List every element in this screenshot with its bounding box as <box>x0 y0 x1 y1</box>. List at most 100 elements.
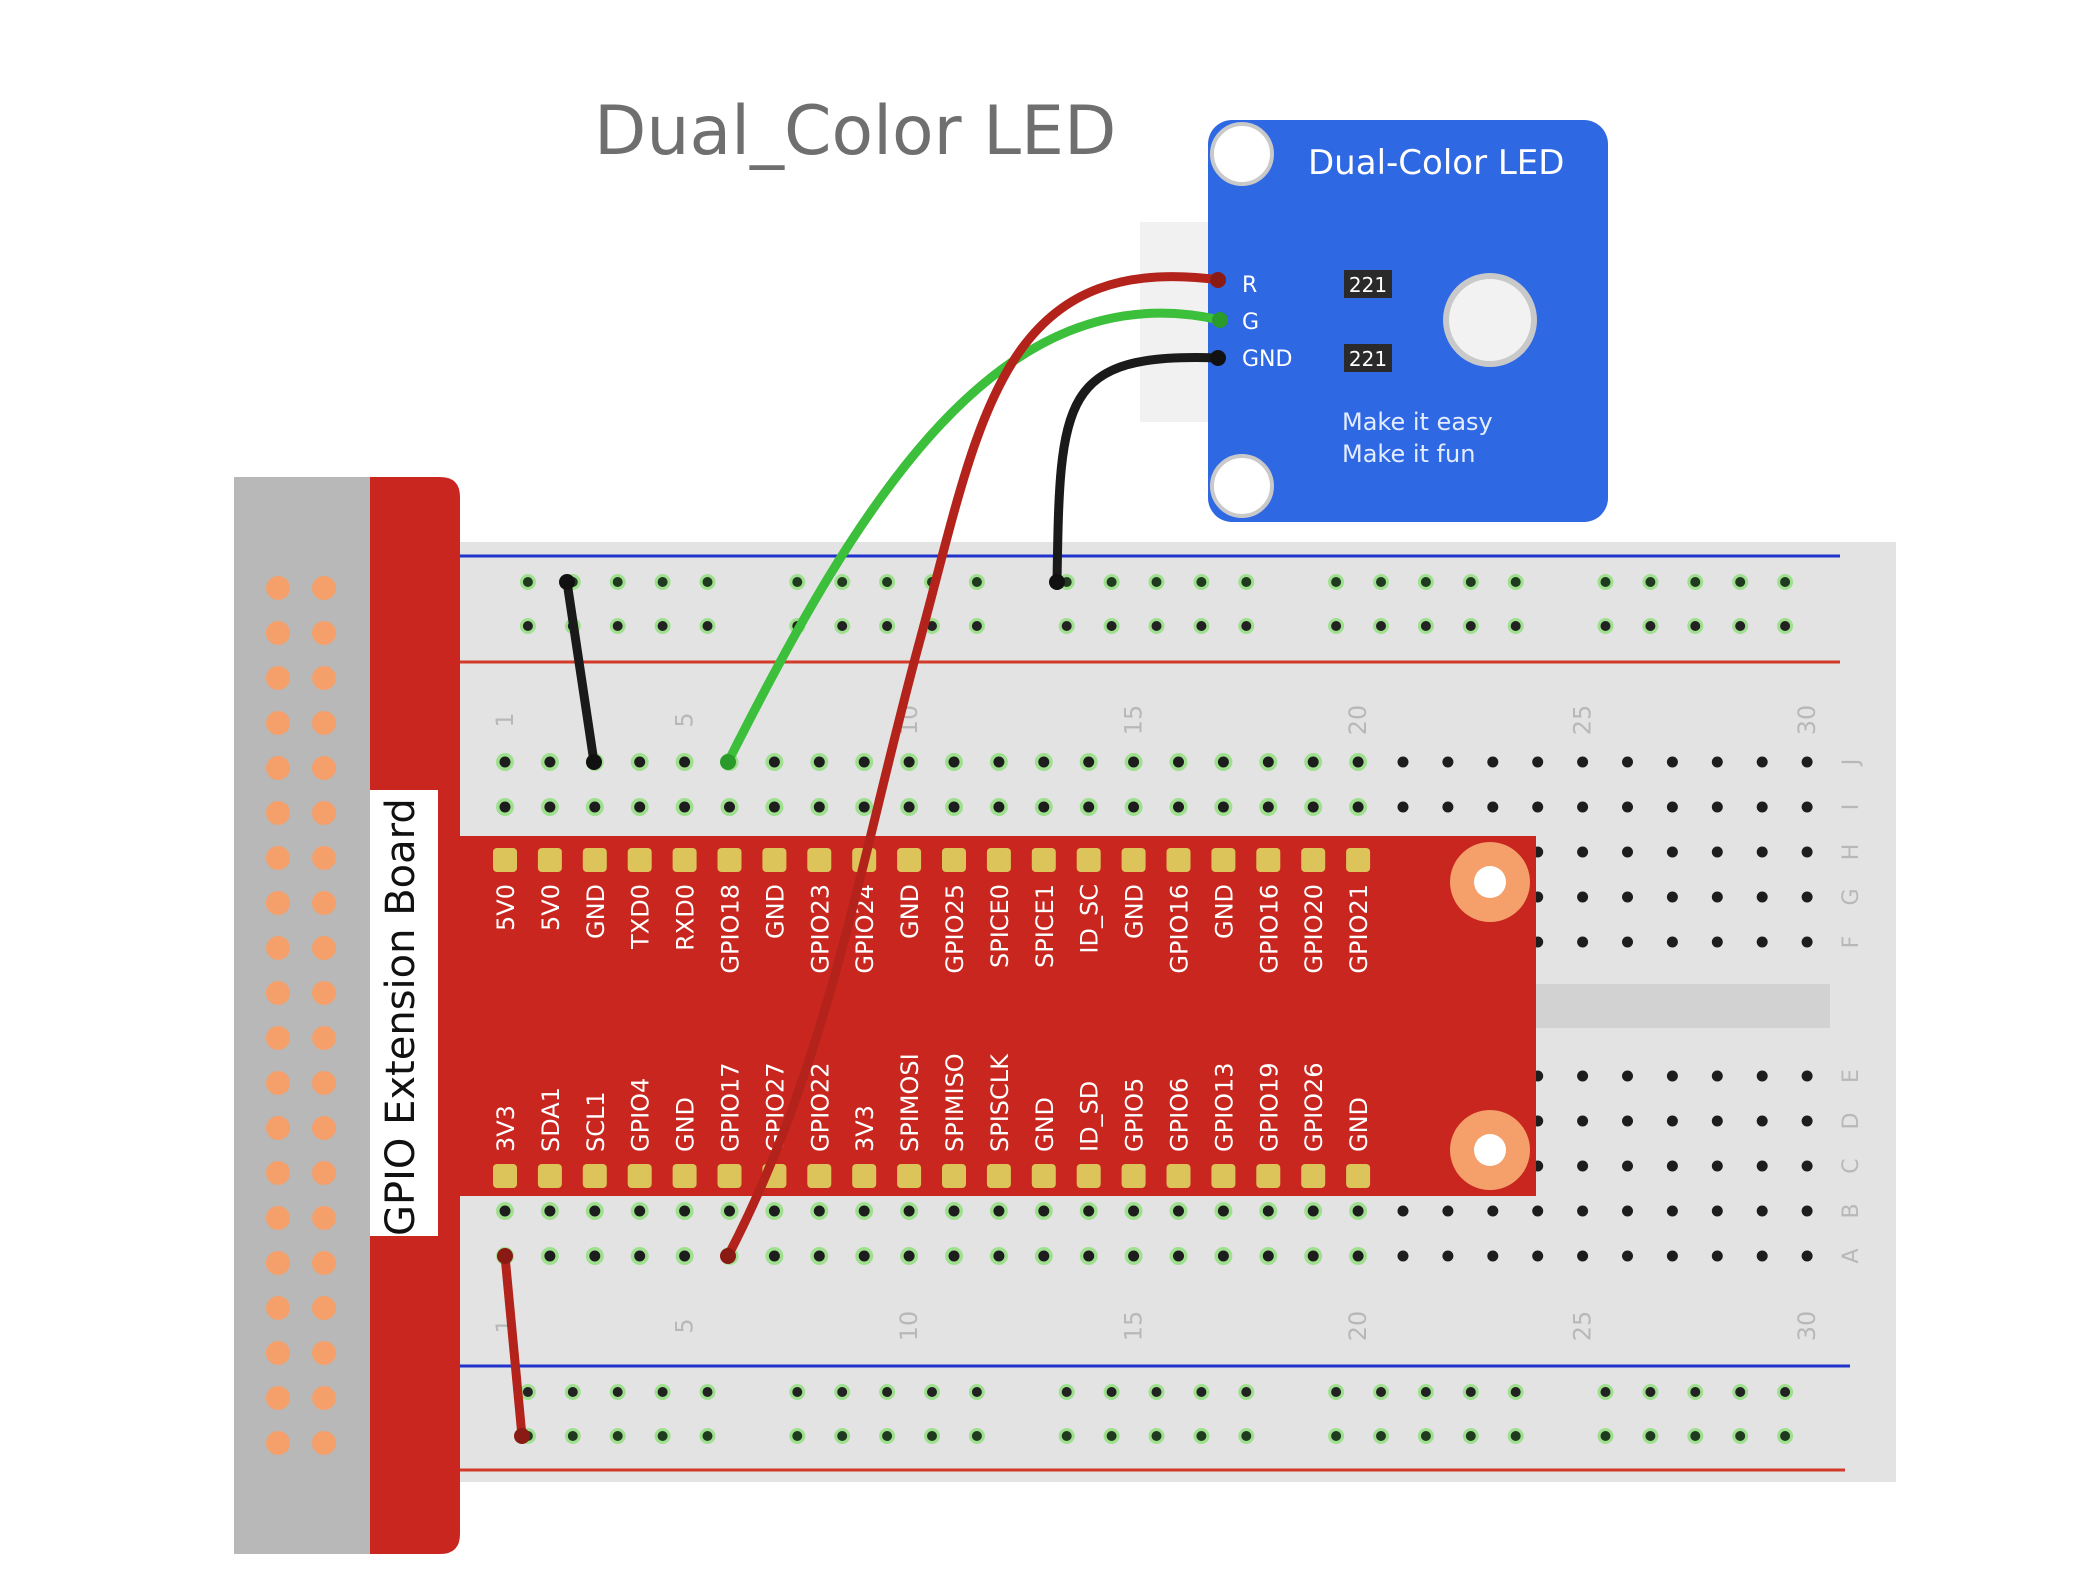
breadboard-hole[interactable] <box>1532 1205 1544 1217</box>
breadboard-hole[interactable] <box>1262 801 1274 813</box>
rail-hole[interactable] <box>1465 621 1476 631</box>
breadboard-hole[interactable] <box>1262 1250 1274 1262</box>
breadboard-hole[interactable] <box>1801 801 1813 813</box>
rail-hole[interactable] <box>1600 621 1611 631</box>
breadboard-hole[interactable] <box>589 1205 601 1217</box>
breadboard-hole[interactable] <box>1711 1070 1723 1082</box>
rail-hole[interactable] <box>522 577 533 587</box>
breadboard-hole[interactable] <box>1173 801 1184 813</box>
rail-hole[interactable] <box>1735 1431 1746 1441</box>
rail-hole[interactable] <box>1241 577 1252 587</box>
rail-hole[interactable] <box>971 621 982 631</box>
breadboard-hole[interactable] <box>1666 1160 1678 1172</box>
breadboard-hole[interactable] <box>679 801 691 813</box>
breadboard-hole[interactable] <box>1756 1205 1768 1217</box>
breadboard-hole[interactable] <box>1622 1070 1633 1082</box>
breadboard-hole[interactable] <box>1577 846 1589 858</box>
rail-hole[interactable] <box>1196 1431 1207 1441</box>
breadboard-hole[interactable] <box>499 756 511 768</box>
breadboard-hole[interactable] <box>1128 1205 1140 1217</box>
breadboard-hole[interactable] <box>544 1205 556 1217</box>
breadboard-hole[interactable] <box>1711 1160 1723 1172</box>
breadboard-hole[interactable] <box>1756 1250 1768 1262</box>
rail-hole[interactable] <box>882 577 893 587</box>
breadboard-hole[interactable] <box>1577 1160 1589 1172</box>
breadboard-hole[interactable] <box>1622 1115 1633 1127</box>
breadboard-hole[interactable] <box>1801 936 1813 948</box>
breadboard-hole[interactable] <box>1666 936 1678 948</box>
breadboard-hole[interactable] <box>1711 846 1723 858</box>
rail-hole[interactable] <box>1780 1431 1791 1441</box>
breadboard-hole[interactable] <box>1577 1250 1589 1262</box>
breadboard-hole[interactable] <box>1577 1115 1589 1127</box>
breadboard-hole[interactable] <box>1307 1205 1319 1217</box>
breadboard-hole[interactable] <box>544 801 556 813</box>
rail-hole[interactable] <box>702 621 713 631</box>
breadboard-hole[interactable] <box>1217 756 1229 768</box>
rail-hole[interactable] <box>1106 577 1117 587</box>
breadboard-hole[interactable] <box>634 1205 646 1217</box>
rail-hole[interactable] <box>971 577 982 587</box>
rail-hole[interactable] <box>1106 1431 1117 1441</box>
breadboard-hole[interactable] <box>768 1205 780 1217</box>
breadboard-hole[interactable] <box>1442 1205 1454 1217</box>
breadboard-hole[interactable] <box>813 1250 825 1262</box>
breadboard-hole[interactable] <box>813 801 825 813</box>
breadboard-hole[interactable] <box>1756 756 1768 768</box>
breadboard-hole[interactable] <box>1622 846 1633 858</box>
rail-hole[interactable] <box>1196 577 1207 587</box>
breadboard-hole[interactable] <box>1801 756 1813 768</box>
breadboard-hole[interactable] <box>948 1250 960 1262</box>
breadboard-hole[interactable] <box>1622 1205 1633 1217</box>
rail-hole[interactable] <box>1241 1431 1252 1441</box>
breadboard-hole[interactable] <box>1397 1205 1409 1217</box>
breadboard-hole[interactable] <box>948 1205 960 1217</box>
breadboard-hole[interactable] <box>1307 801 1319 813</box>
rail-hole[interactable] <box>702 577 713 587</box>
breadboard-hole[interactable] <box>813 1205 825 1217</box>
breadboard-hole[interactable] <box>1756 846 1768 858</box>
rail-hole[interactable] <box>1420 577 1431 587</box>
rail-hole[interactable] <box>837 1431 848 1441</box>
rail-hole[interactable] <box>927 621 937 631</box>
breadboard-hole[interactable] <box>1487 1250 1499 1262</box>
breadboard-hole[interactable] <box>1442 1250 1454 1262</box>
rail-hole[interactable] <box>1600 1431 1611 1441</box>
breadboard-hole[interactable] <box>1397 801 1409 813</box>
breadboard-hole[interactable] <box>1442 801 1454 813</box>
rail-hole[interactable] <box>1331 577 1342 587</box>
rail-hole[interactable] <box>1690 577 1701 587</box>
rail-hole[interactable] <box>1690 1431 1701 1441</box>
rail-hole[interactable] <box>1331 1387 1342 1397</box>
breadboard-hole[interactable] <box>589 1250 601 1262</box>
rail-hole[interactable] <box>657 577 668 587</box>
rail-hole[interactable] <box>1151 1431 1162 1441</box>
breadboard-hole[interactable] <box>1622 891 1633 903</box>
breadboard-hole[interactable] <box>1577 891 1589 903</box>
breadboard-hole[interactable] <box>1666 846 1678 858</box>
rail-hole[interactable] <box>1106 621 1117 631</box>
breadboard-hole[interactable] <box>1711 1115 1723 1127</box>
breadboard-hole[interactable] <box>1038 756 1050 768</box>
rail-hole[interactable] <box>1465 577 1476 587</box>
rail-hole[interactable] <box>1376 1431 1386 1441</box>
rail-hole[interactable] <box>702 1387 713 1397</box>
rail-hole[interactable] <box>657 1387 668 1397</box>
breadboard-hole[interactable] <box>544 1250 556 1262</box>
rail-hole[interactable] <box>612 1431 623 1441</box>
breadboard-hole[interactable] <box>724 801 735 813</box>
breadboard-hole[interactable] <box>903 1205 915 1217</box>
rail-hole[interactable] <box>837 621 848 631</box>
rail-hole[interactable] <box>1151 621 1162 631</box>
rail-hole[interactable] <box>1510 577 1521 587</box>
breadboard-hole[interactable] <box>1711 756 1723 768</box>
rail-hole[interactable] <box>882 1387 893 1397</box>
breadboard-hole[interactable] <box>858 1205 870 1217</box>
breadboard-hole[interactable] <box>1756 1115 1768 1127</box>
rail-hole[interactable] <box>792 1387 803 1397</box>
rail-hole[interactable] <box>882 621 893 631</box>
breadboard-hole[interactable] <box>1352 801 1364 813</box>
breadboard-hole[interactable] <box>903 801 915 813</box>
breadboard-hole[interactable] <box>993 756 1005 768</box>
breadboard-hole[interactable] <box>724 1205 735 1217</box>
